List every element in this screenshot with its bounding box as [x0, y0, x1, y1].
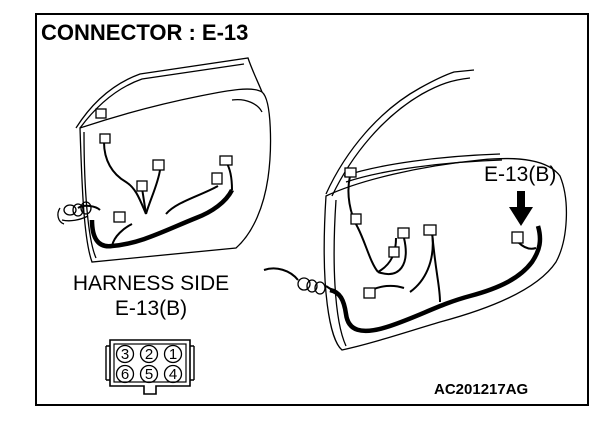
harness-side-label: HARNESS SIDE [72, 272, 230, 295]
connector-callout-label: E-13(B) [484, 163, 557, 186]
callout-arrow [509, 191, 533, 226]
pin-label: 6 [121, 366, 129, 383]
right-grommet [263, 267, 333, 295]
left-harness [77, 141, 235, 249]
pin-6-circle [115, 364, 135, 384]
pin-label: 3 [121, 346, 129, 363]
figure-code: AC201217AG [434, 381, 529, 398]
left-grommet [57, 201, 92, 225]
pin-1-circle [163, 344, 183, 364]
right-door [323, 69, 568, 351]
harness-side-code: E-13(B) [114, 297, 188, 320]
pin-3-circle [115, 344, 135, 364]
pin-2-circle [139, 344, 159, 364]
right-connectors [344, 167, 524, 299]
pin-label: 4 [169, 366, 177, 383]
connector-face: 3 2 1 6 5 4 [105, 339, 195, 395]
pin-label: 2 [145, 346, 153, 363]
connector-title: CONNECTOR : E-13 [41, 20, 249, 45]
pin-label: 5 [145, 366, 153, 383]
left-door [75, 57, 272, 263]
right-harness [329, 175, 543, 334]
left-connectors [95, 108, 233, 223]
pin-label: 1 [169, 346, 177, 363]
pin-4-circle [163, 364, 183, 384]
pin-5-circle [139, 364, 159, 384]
